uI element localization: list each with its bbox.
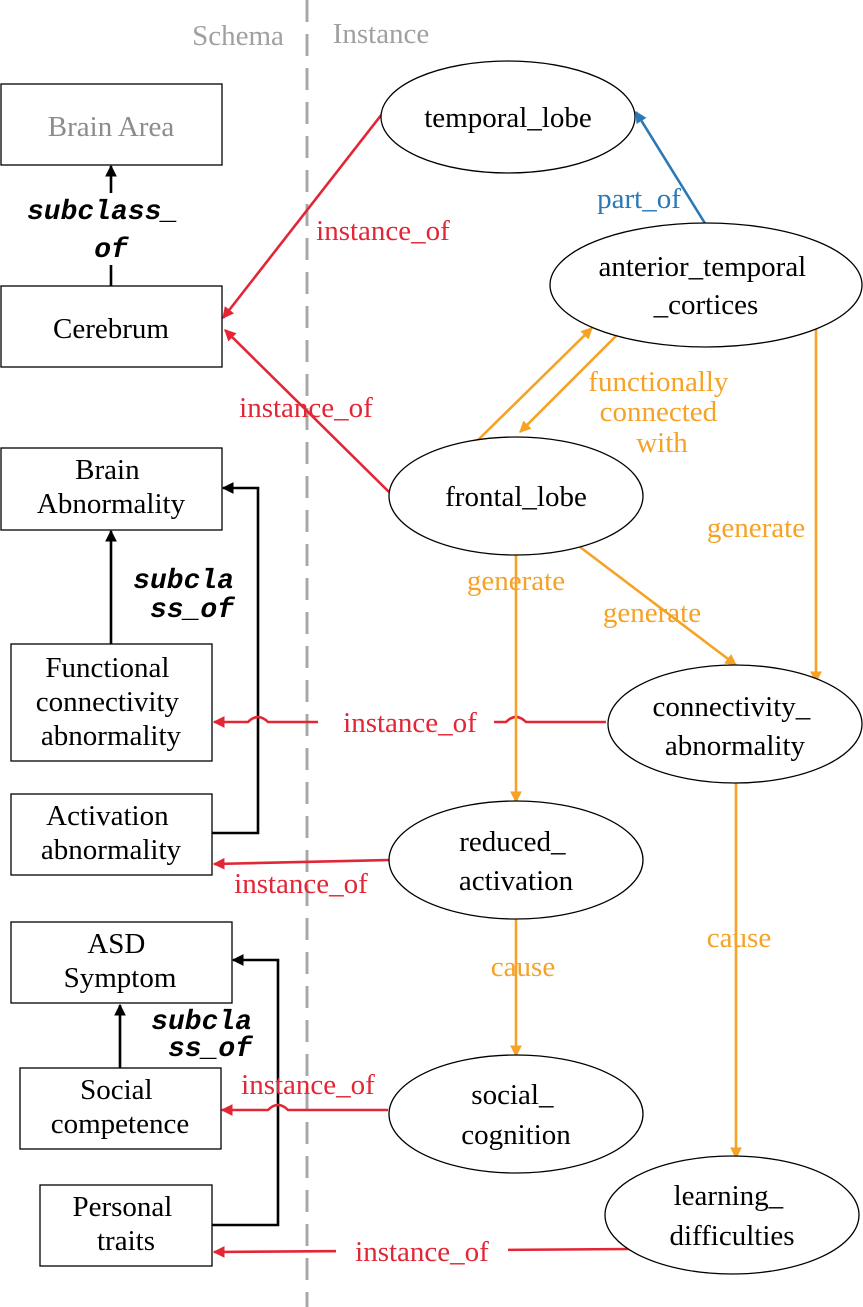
- node-learning-difficulties: learning_ difficulties: [604, 1155, 860, 1275]
- schema-brain-abnormality: Brain Abnormality: [0, 447, 223, 531]
- schema-header: Schema: [192, 20, 284, 52]
- svg-text:anterior_temporal _corti: anterior_temporal _cortices: [599, 251, 814, 321]
- label-functionally-line1: functionally: [588, 366, 729, 398]
- label-atc-generate: generate: [707, 512, 805, 544]
- schema-activation-line2: abnormality: [41, 834, 182, 866]
- subclass-label-abnormality-line1: subcla: [133, 566, 234, 597]
- node-atc-line1: anterior_temporal: [599, 251, 807, 283]
- schema-personal-line1: Personal: [72, 1191, 172, 1223]
- schema-brain-area-label: Brain Area: [48, 111, 175, 143]
- svg-text:subcla ss_of: subcla ss_of: [151, 1007, 269, 1065]
- label-functionally-line3: with: [636, 427, 688, 459]
- schema-functional-connectivity-abnormality: Functional connectivity abnormality: [10, 643, 213, 762]
- edge-temporal-instance-of: [221, 113, 384, 319]
- edge-functionally-connected-down: [519, 335, 617, 433]
- node-atc-line2: _cortices: [653, 289, 759, 321]
- edge-frontal-instance-of: [224, 329, 390, 493]
- label-functionally-line2: connected: [600, 396, 718, 428]
- schema-personal-traits: Personal traits: [39, 1184, 213, 1267]
- schema-brain-area: Brain Area: [0, 83, 223, 166]
- edge-part-of: [634, 111, 708, 226]
- node-reduced-line1: reduced_: [459, 826, 566, 858]
- schema-cerebrum-label: Cerebrum: [53, 313, 169, 345]
- edge-functionally-connected-up: [477, 327, 593, 441]
- subclass-label-abnormality-line2: ss_of: [150, 595, 235, 626]
- label-frontal-instance-of: instance_of: [239, 392, 373, 424]
- schema-func-line1: Functional: [45, 652, 169, 684]
- schema-brain-abnormality-line2: Abnormality: [37, 488, 186, 520]
- label-temporal-instance-of: instance_of: [316, 215, 450, 247]
- label-reduced-instance-of: instance_of: [234, 868, 368, 900]
- label-frontal-generate-diag: generate: [603, 597, 701, 629]
- svg-text:subclass_ of: subclass_ of: [27, 197, 195, 266]
- svg-text:social_ cognition: social_ cognition: [461, 1079, 571, 1151]
- subclass-label-asd-line1: subcla: [151, 1007, 252, 1038]
- label-reduced-cause: cause: [491, 951, 555, 983]
- schema-activation-line1: Activation: [46, 800, 169, 832]
- edge-frontal-generate-diag: [579, 545, 737, 667]
- svg-text:functionally connected: functionally connected with: [588, 366, 735, 459]
- node-anterior-temporal-cortices: anterior_temporal _cortices: [549, 222, 863, 348]
- schema-asd-line1: ASD: [87, 928, 145, 960]
- node-social-line1: social_: [471, 1079, 554, 1111]
- node-reduced-activation: reduced_ activation: [388, 800, 644, 920]
- schema-cerebrum: Cerebrum: [0, 285, 223, 368]
- svg-text:ASD Symptom: ASD Symptom: [64, 928, 177, 994]
- label-connectivity-cause: cause: [707, 922, 771, 954]
- node-frontal-lobe-label: frontal_lobe: [445, 481, 587, 513]
- node-frontal-lobe: frontal_lobe: [388, 436, 644, 556]
- node-connectivity-line2: abnormality: [665, 730, 806, 762]
- svg-text:Brain Abnormality: Brain Abnormality: [37, 454, 186, 520]
- svg-text:learning_ difficulties: learning_ difficulties: [669, 1180, 794, 1252]
- node-learning-line2: difficulties: [669, 1220, 794, 1252]
- svg-text:Personal traits: Personal traits: [72, 1191, 179, 1257]
- node-connectivity-abnormality: connectivity_ abnormality: [607, 664, 863, 784]
- edge-subclass-activation-brainabnormality: [212, 482, 260, 835]
- node-temporal-lobe-label: temporal_lobe: [424, 102, 592, 134]
- subclass-label-asd-line2: ss_of: [168, 1034, 253, 1065]
- node-learning-line1: learning_: [674, 1180, 784, 1212]
- label-connectivity-instance-of: instance_of: [343, 707, 477, 739]
- svg-text:Functional connectivity: Functional connectivity abnormality: [36, 652, 187, 752]
- schema-activation-abnormality: Activation abnormality: [10, 793, 213, 876]
- schema-social-competence: Social competence: [19, 1067, 222, 1150]
- schema-brain-abnormality-line1: Brain: [75, 454, 140, 486]
- schema-func-line2: connectivity: [36, 686, 180, 718]
- edge-social-instance-of: [220, 1103, 388, 1116]
- node-reduced-line2: activation: [459, 865, 574, 897]
- label-part-of: part_of: [597, 183, 681, 215]
- edge-subclass-personal-asdsymptom: [212, 954, 280, 1227]
- svg-text:subcla ss_of: subcla ss_of: [133, 566, 251, 626]
- label-learning-instance-of: instance_of: [355, 1236, 489, 1268]
- node-social-cognition: social_ cognition: [388, 1054, 644, 1174]
- svg-text:reduced_ activation: reduced_ activation: [459, 826, 574, 897]
- schema-asd-symptom: ASD Symptom: [10, 921, 233, 1004]
- svg-text:Social competence: Social competence: [51, 1074, 189, 1140]
- node-connectivity-line1: connectivity_: [652, 691, 810, 723]
- node-social-line2: cognition: [461, 1119, 571, 1151]
- schema-personal-line2: traits: [97, 1225, 155, 1257]
- subclass-label-brainarea-line2: of: [94, 235, 129, 266]
- subclass-label-brainarea-line1: subclass_: [27, 197, 178, 228]
- label-social-instance-of: instance_of: [241, 1069, 375, 1101]
- svg-text:Activation abnormality: Activation abnormality: [41, 800, 182, 866]
- instance-header: Instance: [333, 18, 430, 50]
- schema-func-line3: abnormality: [41, 720, 182, 752]
- edge-reduced-instance-of: [212, 857, 391, 870]
- svg-text:connectivity_ abnormalit: connectivity_ abnormality: [652, 691, 817, 762]
- node-temporal-lobe: temporal_lobe: [380, 60, 636, 174]
- schema-social-line2: competence: [51, 1108, 189, 1140]
- schema-asd-line2: Symptom: [64, 962, 177, 994]
- schema-social-line1: Social: [80, 1074, 153, 1106]
- label-frontal-generate-down: generate: [467, 565, 565, 597]
